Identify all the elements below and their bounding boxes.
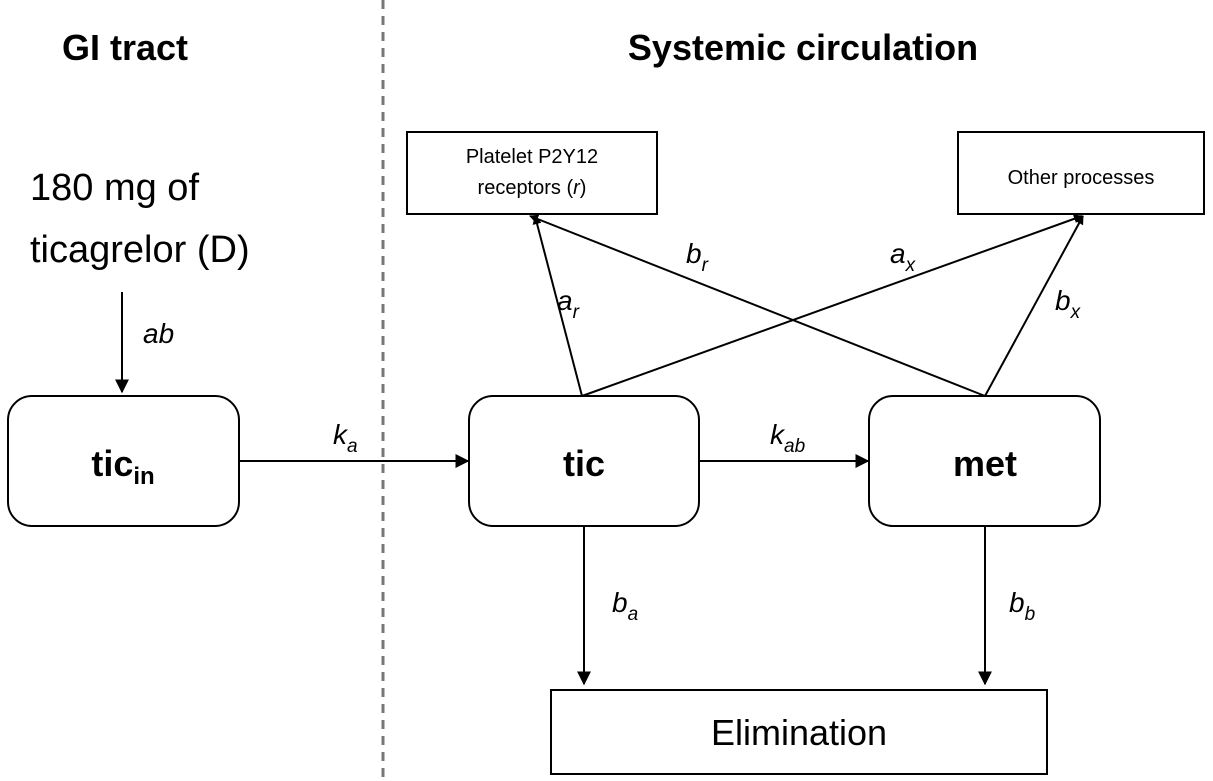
param-ka: ka (333, 419, 358, 457)
tic-in-label: ticin (91, 443, 154, 490)
param-kab: kab (770, 419, 805, 457)
platelet-receptors-line-1: Platelet P2Y12 (466, 146, 598, 168)
param-ar: ar (557, 285, 580, 323)
elimination-label: Elimination (711, 712, 887, 753)
param-br: br (686, 238, 709, 276)
other-processes-label: Other processes (1008, 167, 1155, 189)
param-ba: ba (612, 587, 638, 625)
param-bx: bx (1055, 285, 1082, 323)
other-processes-box (957, 131, 1205, 215)
met-label: met (953, 443, 1017, 484)
dose-line-2: ticagrelor (D) (30, 229, 250, 271)
bx-arrow (984, 215, 1084, 397)
tic-label: tic (563, 443, 605, 484)
dose-line-1: 180 mg of (30, 167, 199, 209)
platelet-receptors-box (406, 131, 658, 215)
platelet-receptors-line-2: receptors (r) (478, 177, 587, 199)
ax-arrow (581, 214, 1083, 397)
br-arrow (529, 214, 986, 397)
param-ab: ab (143, 318, 174, 349)
param-ax: ax (890, 238, 917, 276)
gi-tract-title: GI tract (62, 27, 188, 68)
param-bb: bb (1009, 587, 1035, 625)
elimination-box (550, 689, 1048, 775)
systemic-circulation-title: Systemic circulation (628, 27, 978, 68)
ar-arrow (532, 215, 583, 397)
